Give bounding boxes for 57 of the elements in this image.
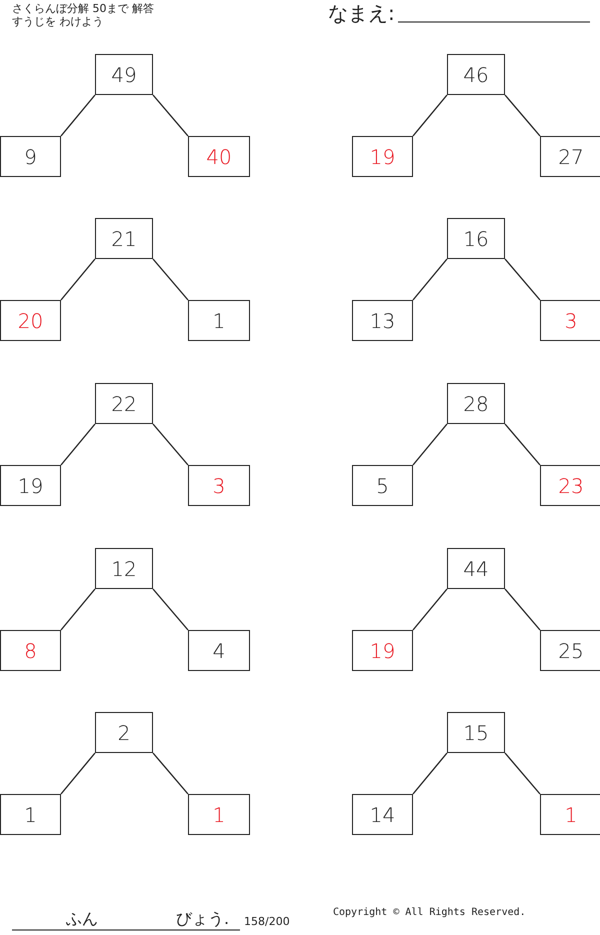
number-box: 27 (540, 136, 600, 177)
name-label: なまえ: (328, 2, 395, 24)
number-box: 25 (540, 630, 600, 671)
connector-line (412, 94, 448, 136)
instruction-text: すうじを わけよう (12, 16, 104, 28)
connector-line (60, 588, 96, 630)
number-box: 22 (95, 383, 153, 424)
number-box: 19 (352, 136, 413, 177)
number-box: 3 (540, 300, 600, 341)
number-box: 23 (540, 465, 600, 506)
number-box: 1 (540, 794, 600, 835)
connector-line (60, 258, 96, 300)
connector-line (412, 588, 448, 630)
number-box: 4 (188, 630, 250, 671)
number-box: 1 (0, 794, 61, 835)
seconds-label: びょう. (176, 910, 230, 928)
number-box: 9 (0, 136, 61, 177)
page-number: 158/200 (244, 916, 290, 928)
copyright-text: Copyright © All Rights Reserved. (333, 907, 526, 918)
number-box: 1 (188, 794, 250, 835)
number-box: 44 (447, 548, 505, 589)
number-box: 12 (95, 548, 153, 589)
connector-line (152, 424, 188, 466)
number-box: 19 (0, 465, 61, 506)
number-box: 5 (352, 465, 413, 506)
number-box: 46 (447, 54, 505, 95)
connector-line (412, 258, 448, 300)
number-box: 3 (188, 465, 250, 506)
connector-line (60, 424, 96, 466)
number-box: 21 (95, 218, 153, 259)
connector-line (504, 752, 540, 794)
connector-line (504, 424, 540, 466)
connector-line (152, 752, 188, 794)
number-box: 20 (0, 300, 61, 341)
connector-line (152, 94, 188, 136)
connector-line (60, 94, 96, 136)
number-box: 40 (188, 136, 250, 177)
number-box: 14 (352, 794, 413, 835)
number-box: 8 (0, 630, 61, 671)
number-box: 1 (188, 300, 250, 341)
number-box: 49 (95, 54, 153, 95)
number-box: 15 (447, 712, 505, 753)
number-box: 16 (447, 218, 505, 259)
connector-line (152, 258, 188, 300)
connector-line (152, 588, 188, 630)
number-box: 2 (95, 712, 153, 753)
connector-line (504, 94, 540, 136)
connector-line (60, 752, 96, 794)
connector-line (412, 752, 448, 794)
minutes-label: ふん (66, 910, 98, 928)
connector-line (412, 424, 448, 466)
number-box: 28 (447, 383, 505, 424)
number-box: 19 (352, 630, 413, 671)
connector-line (504, 588, 540, 630)
number-box: 13 (352, 300, 413, 341)
worksheet-title: さくらんぼ分解 50まで 解答 (12, 3, 154, 16)
connector-line (504, 258, 540, 300)
